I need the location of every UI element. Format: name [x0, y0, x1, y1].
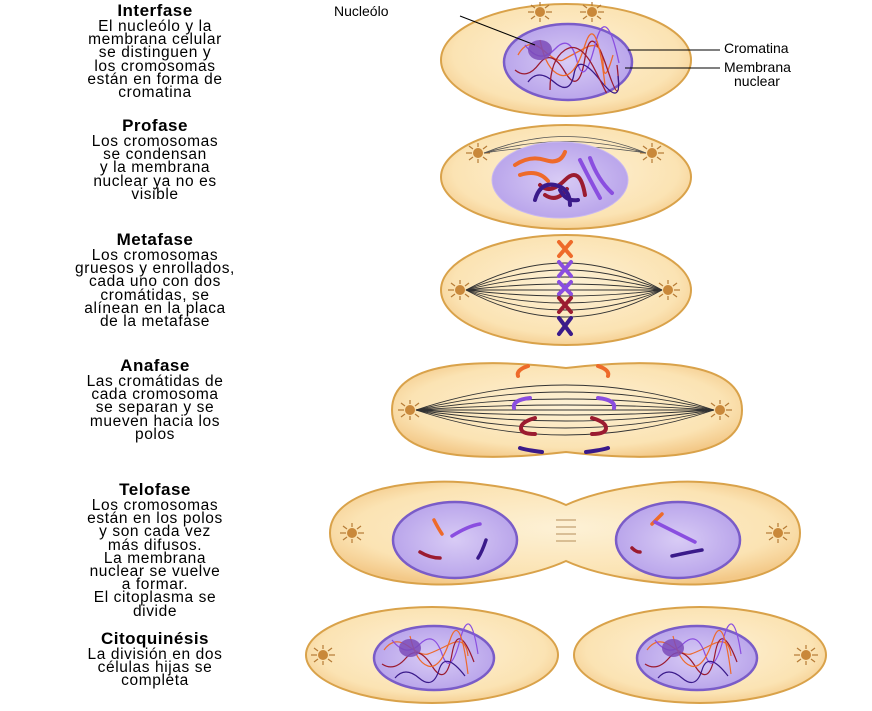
phase-title: Citoquinésis	[100, 629, 209, 648]
centriole-icon	[765, 522, 791, 544]
centriole-icon	[527, 1, 553, 23]
telophase-chromosomes	[418, 512, 704, 560]
telofase-cell	[328, 480, 802, 586]
phase-description: El nucleólo y la membrana celular se dis…	[87, 18, 223, 102]
phase-title: Anafase	[120, 356, 190, 375]
phase-title: Interfase	[117, 1, 193, 20]
centriole-icon	[793, 644, 819, 666]
phase-title: Telofase	[119, 480, 191, 499]
phase-title: Metafase	[116, 230, 194, 249]
phase-anafase: Anafase Las cromátidas de cada cromosoma…	[0, 356, 310, 443]
centriole-icon	[310, 644, 336, 666]
phase-description: Los cromosomas están en los polos y son …	[87, 497, 223, 620]
metaphase-chromosomes	[557, 240, 573, 336]
label-membrane-nuclear: nuclear	[734, 73, 780, 89]
phase-description: Los cromosomas se condensan y la membran…	[91, 133, 219, 203]
centriole-icon	[339, 522, 365, 544]
nucleus	[502, 22, 634, 102]
phase-metafase: Metafase Los cromosomas gruesos y enroll…	[0, 230, 310, 331]
label-chromatin: Cromatina	[724, 40, 789, 56]
anafase-cell	[390, 362, 744, 458]
nucleus	[614, 500, 742, 580]
phase-citoquinesis: Citoquinésis La división en dos células …	[0, 629, 310, 690]
label-nucleolus: Nucleólo	[334, 3, 389, 19]
daughter-cell-right	[573, 606, 827, 704]
nucleus	[391, 500, 519, 580]
phase-interfase: Interfase El nucleólo y la membrana celu…	[0, 1, 310, 102]
profase-cell	[440, 124, 692, 230]
separating-chromatids	[511, 364, 617, 454]
interfase-cell: Nucleólo Cromatina Membrana nuclear	[334, 1, 791, 117]
phase-profase: Profase Los cromosomas se condensan y la…	[0, 116, 310, 203]
metafase-cell	[440, 234, 692, 346]
phase-title: Profase	[122, 116, 188, 135]
spindle-fibers	[465, 262, 663, 318]
phase-telofase: Telofase Los cromosomas están en los pol…	[0, 480, 310, 620]
citoquinesis-cells	[305, 606, 827, 704]
phase-description: Los cromosomas gruesos y enrollados, cad…	[75, 247, 235, 331]
nucleolus	[528, 40, 552, 60]
phase-description: Las cromátidas de cada cromosoma se sepa…	[86, 373, 224, 443]
label-membrane: Membrana	[724, 59, 791, 75]
spindle-fibers	[415, 384, 715, 436]
centriole-icon	[579, 1, 605, 23]
chromosomes	[513, 150, 614, 207]
phase-description: La división en dos células hijas se comp…	[87, 646, 223, 690]
daughter-cell-left	[305, 606, 559, 704]
